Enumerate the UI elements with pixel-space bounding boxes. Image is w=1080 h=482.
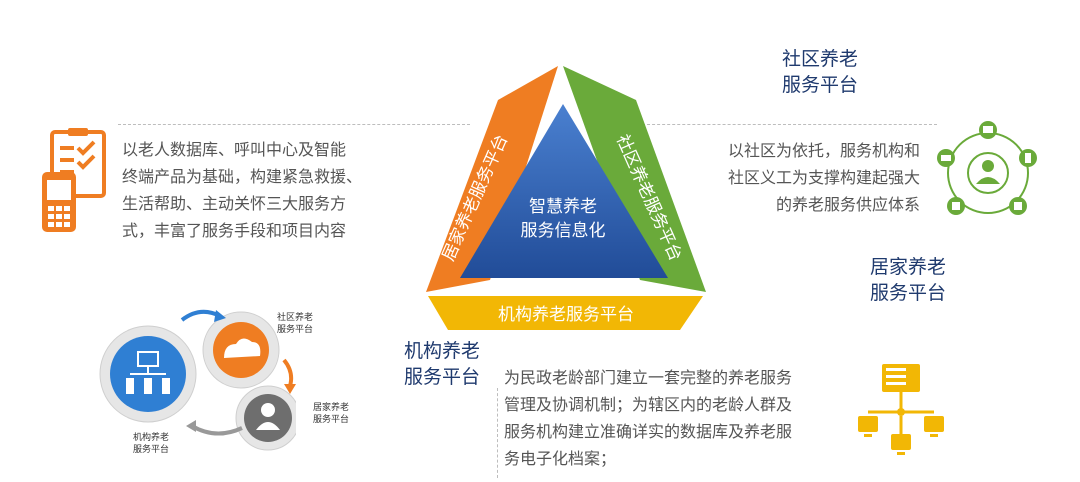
guide-line-right [642, 124, 937, 125]
center-line-2: 服务信息化 [521, 221, 606, 241]
server-network-icon [858, 364, 944, 455]
network-circle-icon [937, 121, 1037, 215]
clipboard-phone-icon [42, 128, 106, 232]
description-home: 以老人数据库、呼叫中心及智能 终端产品为基础，构建紧急救援、 生活帮助、主动关怀… [122, 140, 363, 240]
gear-label-home: 居家养老 服务平台 [312, 403, 349, 425]
guide-line-bottom [497, 388, 498, 478]
gear-cycle-icon [99, 309, 296, 451]
triangle-side-right [563, 66, 706, 292]
side-bottom-label: 机构养老服务平台 [498, 305, 634, 325]
label-community: 社区养老 服务平台 [781, 48, 858, 96]
description-community: 以社区为依托，服务机构和 社区义工为支撑构建起强大 的养老服务供应体系 [727, 141, 920, 214]
triangle-side-left [426, 66, 558, 292]
gear-label-institution: 机构养老 服务平台 [132, 433, 169, 455]
triangle-center [460, 104, 668, 278]
guide-line-left [118, 124, 470, 125]
gear-label-community: 社区养老 服务平台 [276, 313, 313, 335]
description-institution: 为民政老龄部门建立一套完整的养老服务 管理及协调机制；为辖区内的老龄人群及 服务… [504, 368, 793, 468]
center-line-1: 智慧养老 [529, 197, 597, 217]
label-home: 居家养老 服务平台 [869, 256, 946, 304]
label-institution: 机构养老 服务平台 [403, 340, 480, 388]
triangle-diagram: 智慧养老 服务信息化 居家养老服务平台 社区养老服务平台 机构养老服务平台 [426, 66, 706, 330]
triangle-side-bottom [428, 296, 703, 330]
